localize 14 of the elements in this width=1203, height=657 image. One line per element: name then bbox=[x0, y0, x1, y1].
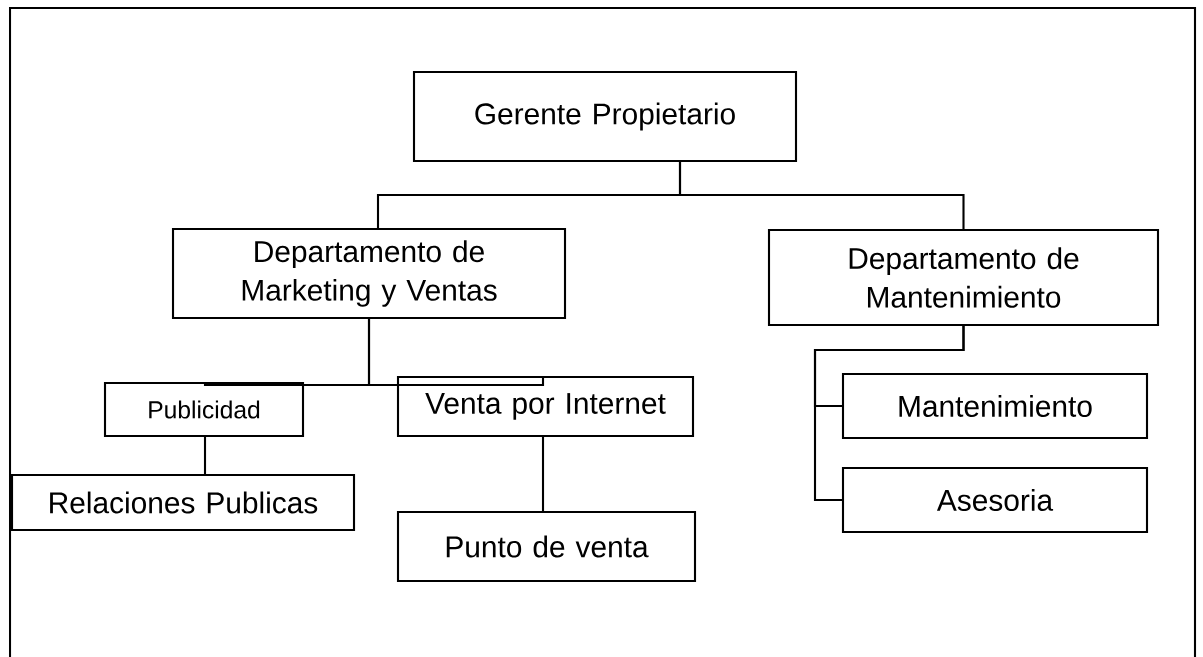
org-box: Gerente Propietario bbox=[412, 70, 798, 163]
org-box: Asesoria bbox=[841, 466, 1149, 534]
org-box: Publicidad bbox=[103, 381, 305, 438]
org-box: Mantenimiento bbox=[841, 372, 1149, 440]
connector-line bbox=[203, 436, 207, 475]
connector-line bbox=[678, 161, 965, 230]
org-box: Relaciones Publicas bbox=[10, 473, 356, 532]
org-box: Venta por Internet bbox=[396, 375, 695, 438]
connector-line bbox=[813, 325, 965, 502]
connector-line bbox=[541, 436, 545, 512]
connector-line bbox=[367, 318, 545, 387]
org-box: Departamento de Marketing y Ventas bbox=[171, 227, 567, 320]
org-box: Departamento de Mantenimiento bbox=[767, 228, 1160, 327]
org-box: Punto de venta bbox=[396, 510, 697, 583]
